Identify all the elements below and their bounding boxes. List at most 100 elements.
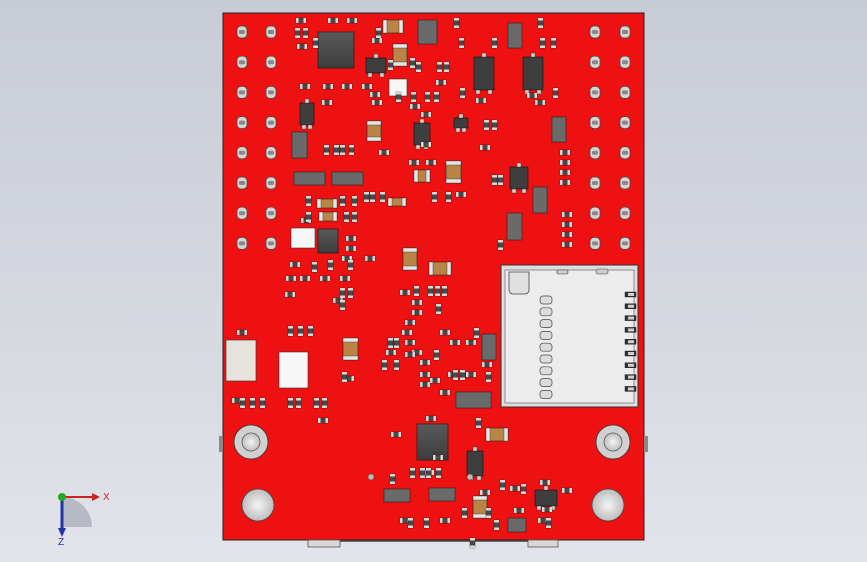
smd-passive (345, 245, 357, 252)
smd-passive (404, 339, 416, 346)
header-pin (236, 25, 248, 39)
sot-package (466, 446, 484, 481)
component-grey-4 (291, 131, 308, 159)
header-pin (619, 176, 631, 190)
smd-passive (419, 467, 426, 479)
smd-passive (452, 369, 459, 381)
smd-passive (339, 299, 346, 311)
smd-passive (393, 359, 400, 371)
smd-passive (346, 17, 358, 24)
axis-x-label: X (103, 492, 110, 503)
header-pin (236, 55, 248, 69)
smd-passive (399, 289, 411, 296)
smd-passive (379, 191, 386, 203)
component-grey-8 (331, 171, 364, 186)
smd-passive (475, 417, 482, 429)
header-pin (236, 86, 248, 99)
sd-contact (539, 307, 553, 317)
sd-contact (539, 354, 553, 364)
smd-passive (299, 83, 311, 90)
smd-passive (351, 195, 358, 207)
smd-passive (561, 487, 573, 494)
smd-passive (364, 255, 376, 262)
smd-passive (541, 506, 553, 513)
smd-passive (479, 144, 491, 151)
tantalum-capacitor (342, 337, 359, 361)
smd-passive (317, 417, 329, 424)
header-pin (265, 86, 277, 99)
smd-passive (305, 195, 312, 207)
header-pin (589, 237, 601, 250)
smd-passive (433, 91, 440, 103)
smd-passive (465, 371, 477, 378)
smd-passive (473, 327, 480, 339)
header-pin (265, 237, 277, 250)
smd-passive (459, 87, 466, 99)
smd-passive (249, 397, 256, 409)
smd-passive (465, 339, 477, 346)
mounting-hole-bottom-left (241, 488, 275, 522)
axis-triad[interactable]: X Z (58, 492, 110, 548)
sd-card-slot[interactable] (500, 264, 639, 408)
ic-block-left[interactable] (317, 228, 339, 254)
smd-passive (343, 211, 350, 223)
via-small-1 (367, 473, 375, 481)
smd-passive (415, 61, 422, 73)
tantalum-capacitor (318, 211, 338, 222)
smd-passive (236, 329, 248, 336)
smd-passive (351, 211, 358, 223)
tantalum-capacitor (366, 120, 382, 142)
smd-passive (419, 381, 431, 388)
mounting-hole-mid-left (233, 424, 269, 460)
smd-passive (420, 141, 432, 148)
smd-passive (319, 275, 331, 282)
smd-passive (445, 191, 452, 203)
smd-passive (439, 329, 451, 336)
sot-transistors (299, 52, 558, 511)
smd-passive (491, 37, 498, 49)
smd-passive (509, 485, 521, 492)
tantalum-capacitor (402, 247, 418, 271)
component-grey-11 (383, 488, 411, 503)
tantalum-capacitor (413, 169, 431, 183)
smd-passive (424, 91, 431, 103)
smd-passive (539, 479, 551, 486)
header-pins-right-inner (589, 25, 601, 250)
header-pin (265, 206, 277, 220)
smd-passive (239, 397, 246, 409)
component-grey-3 (551, 116, 567, 143)
smd-passive (385, 349, 397, 356)
ic-qfn-bottom[interactable] (416, 423, 449, 461)
smd-passive (259, 397, 266, 409)
mounting-hole-mid-right (595, 424, 631, 460)
smd-passive (287, 397, 294, 409)
header-pin (589, 116, 601, 129)
smd-passive (534, 99, 546, 106)
tantalum-capacitor (382, 19, 404, 34)
smd-passive (339, 275, 351, 282)
smd-passive (371, 99, 383, 106)
smd-passive (296, 43, 308, 50)
header-pin (589, 55, 601, 69)
side-tab-right (644, 436, 648, 452)
smd-passive (526, 92, 538, 99)
smd-passive (432, 454, 444, 461)
header-pin (619, 146, 631, 160)
ic-large-top[interactable] (317, 31, 355, 69)
smd-passive (455, 191, 467, 198)
sd-contact (539, 366, 553, 376)
smd-passive (311, 261, 318, 273)
smd-passive (339, 144, 346, 156)
header-pins-left-inner (265, 25, 277, 250)
smd-passive (431, 191, 438, 203)
smd-passive (312, 37, 319, 49)
smd-passive (387, 59, 394, 71)
smd-passive (284, 291, 296, 298)
smd-passive (409, 103, 421, 110)
smd-passive (408, 159, 420, 166)
sot-package (522, 52, 544, 95)
smd-passive (419, 359, 431, 366)
smd-passive (341, 255, 353, 262)
